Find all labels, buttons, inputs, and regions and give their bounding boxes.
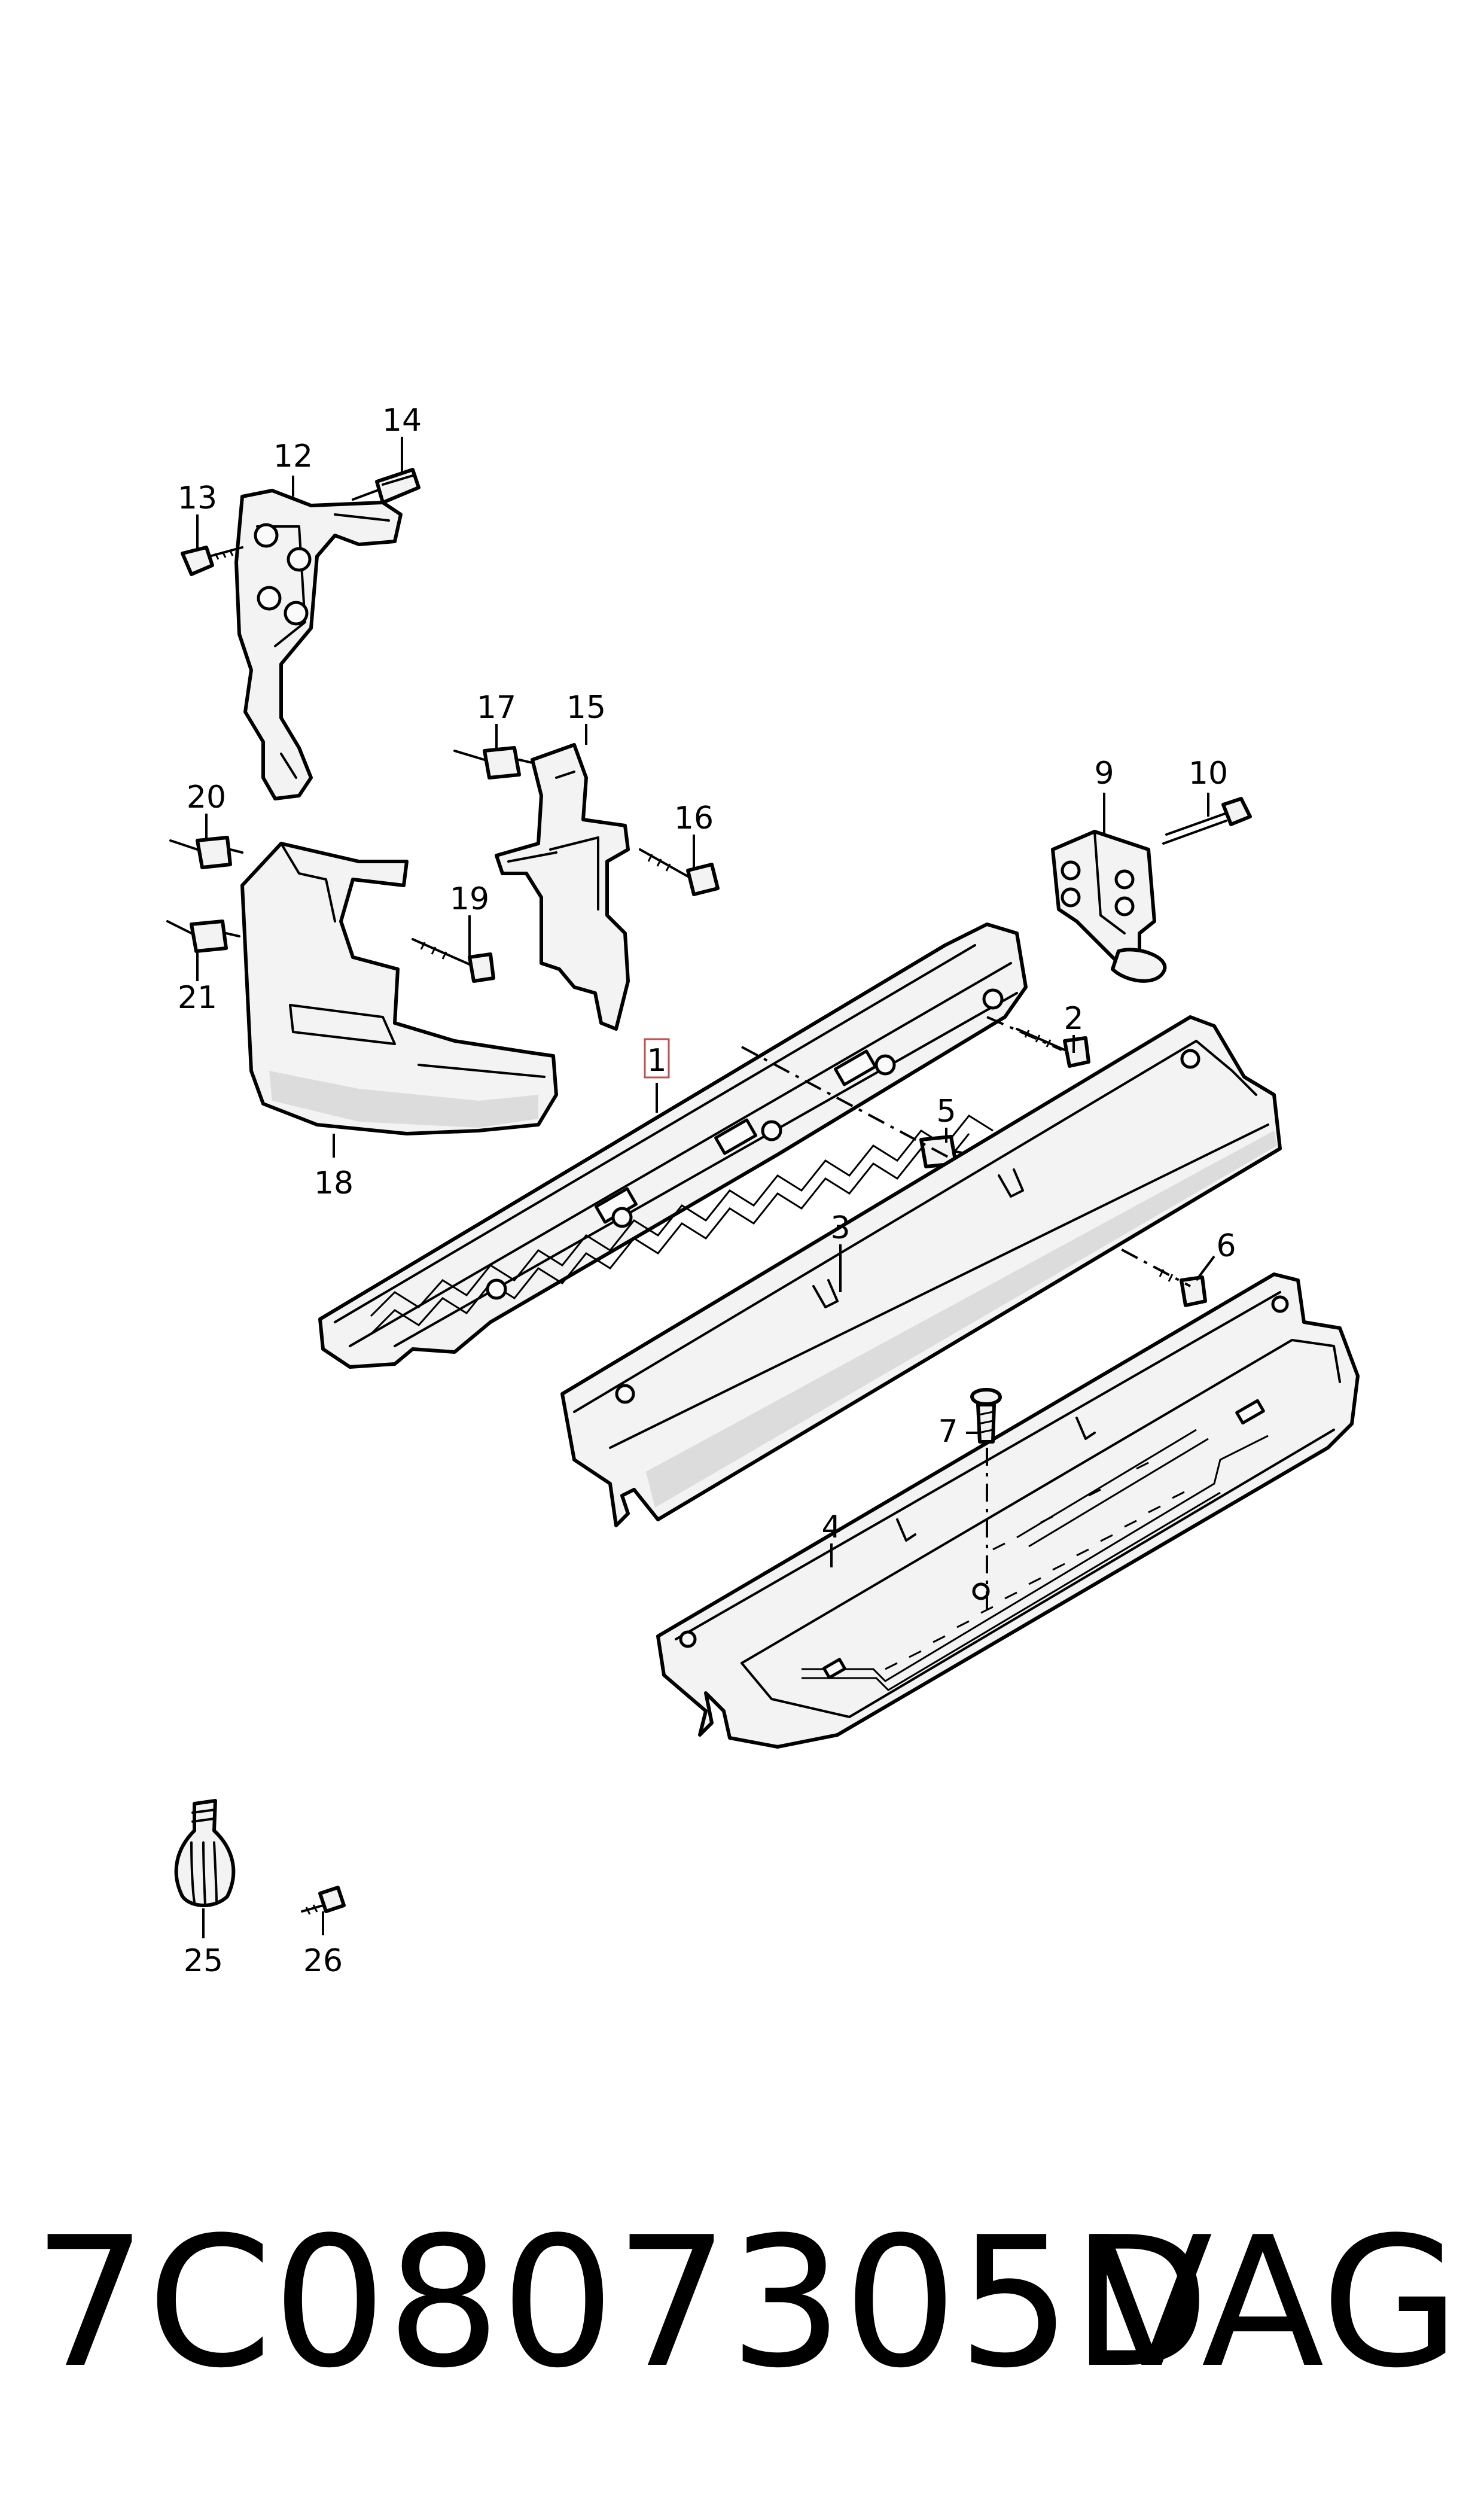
callout-3: 3 [830, 1210, 850, 1246]
callout-5: 5 [936, 1094, 956, 1129]
callout-18: 18 [314, 1165, 354, 1201]
callout-1-highlight [644, 1038, 670, 1079]
callout-6: 6 [1216, 1228, 1236, 1264]
callout-20: 20 [187, 780, 226, 815]
part-19-screw [412, 938, 495, 983]
brand-name: VAG [1090, 2199, 1460, 2407]
part-14-clip [352, 468, 420, 504]
callout-4: 4 [821, 1509, 841, 1545]
callout-12: 12 [273, 439, 313, 474]
callout-9: 9 [1094, 756, 1114, 791]
part-13-screw [181, 546, 243, 576]
callout-13: 13 [178, 480, 217, 516]
callout-21: 21 [178, 980, 217, 1016]
callout-2: 2 [1064, 1001, 1083, 1037]
callout-7: 7 [938, 1414, 958, 1450]
callout-10: 10 [1189, 756, 1228, 791]
callout-15: 15 [566, 690, 606, 726]
part-20-clip [169, 836, 243, 869]
part-1-bumper-carrier [318, 922, 1028, 1369]
part-number: 7C0807305D [33, 2199, 1210, 2407]
part-4-step-plate [656, 1272, 1360, 1749]
part-12-bracket [234, 489, 403, 800]
callout-26: 26 [303, 1943, 343, 1979]
callout-19: 19 [450, 881, 489, 917]
part-18-corner-trim [240, 842, 558, 1135]
alignment-line-2 [986, 1016, 1062, 1051]
part-9-bracket [1051, 830, 1167, 983]
callout-14: 14 [382, 403, 422, 439]
callout-1: 1 [647, 1043, 666, 1079]
callout-17: 17 [477, 690, 516, 726]
callout-labels: 1 2 3 4 5 6 7 9 10 12 13 14 15 16 17 18 … [178, 403, 1236, 1979]
part-3-cross-member [560, 1015, 1282, 1527]
leader-lines [196, 437, 1215, 1938]
part-26-screw [301, 1886, 346, 1915]
callout-16: 16 [674, 800, 714, 836]
part-21-clip [166, 919, 240, 953]
part-16-screw [639, 848, 720, 896]
callout-25: 25 [184, 1943, 223, 1979]
part-17-clip [453, 746, 534, 780]
part-7-bolt [970, 1388, 1002, 1444]
part-25-cap [174, 1799, 236, 1907]
part-10-bolt [1162, 797, 1252, 845]
part-15-bracket [495, 743, 630, 1031]
